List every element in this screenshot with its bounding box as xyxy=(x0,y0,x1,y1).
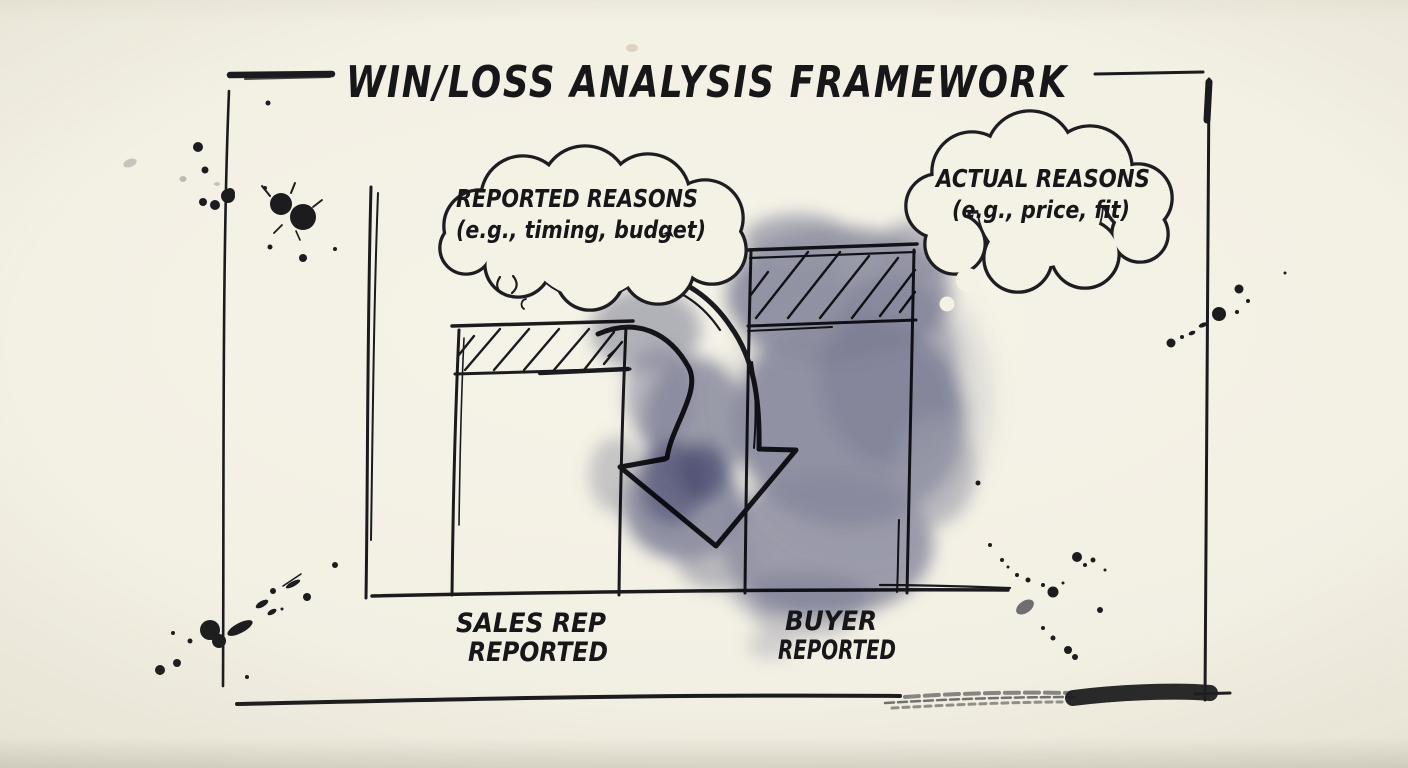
reported-reasons-example-text: (e.g., timing, budget) xyxy=(456,216,706,244)
page-title: WIN/LOSS ANALYSIS FRAMEWORK xyxy=(346,57,1069,108)
ink-splatters xyxy=(155,100,1287,679)
bubble-trail xyxy=(496,274,527,310)
buyer-label-line2: REPORTED xyxy=(778,635,896,666)
thought-bubble-reported: REPORTED REASONS (e.g., timing, budget) xyxy=(438,144,748,312)
reported-reasons-text: REPORTED REASONS xyxy=(456,184,698,213)
x-axis xyxy=(370,583,1012,598)
watercolor-wash xyxy=(589,214,990,659)
splatter-top-left xyxy=(193,100,337,262)
paper-stains xyxy=(123,44,638,186)
sales-rep-label-line2: REPORTED xyxy=(468,637,608,668)
splatter-bottom-right xyxy=(975,480,1107,660)
splatter-bottom-left xyxy=(155,562,338,679)
actual-reasons-text: ACTUAL REASONS xyxy=(934,164,1150,193)
frame-border xyxy=(221,70,1232,710)
cloud-fill xyxy=(907,112,1171,291)
brush-stroke xyxy=(883,683,1232,710)
bubble-trail xyxy=(939,268,980,312)
cloud-fill xyxy=(441,147,745,309)
thought-bubble-actual: ACTUAL REASONS (e.g., price, fit) xyxy=(904,109,1174,312)
bar-labels: SALES REP REPORTED BUYER REPORTED xyxy=(456,606,896,668)
buyer-label-line1: BUYER xyxy=(785,606,877,637)
y-axis xyxy=(364,185,379,600)
splatter-right xyxy=(1166,271,1287,348)
actual-reasons-example-text: (e.g., price, fit) xyxy=(952,196,1130,224)
sales-rep-label-line1: SALES REP xyxy=(456,608,606,639)
